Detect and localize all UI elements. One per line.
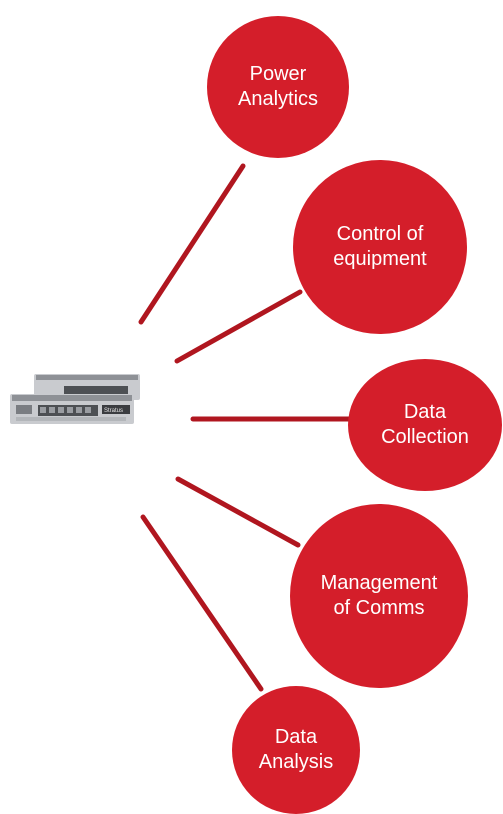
node-data-analysis: Data Analysis <box>232 686 360 814</box>
connector-control-of-equipment <box>174 289 303 364</box>
node-control-of-equipment: Control of equipment <box>293 160 467 334</box>
node-label: Power Analytics <box>237 63 319 110</box>
connector-data-analysis <box>140 514 264 692</box>
connector-power-analytics <box>138 163 246 325</box>
connector-management-of-comms <box>175 476 301 548</box>
device-brand-label: Stratus <box>104 408 123 414</box>
node-power-analytics: Power Analytics <box>207 16 349 158</box>
industrial-edge-computer-icon: Stratus <box>10 374 140 424</box>
node-label: Data Collection <box>381 401 469 448</box>
node-label: Data Analysis <box>258 726 334 773</box>
node-label: Management of Comms <box>320 572 438 619</box>
node-label: Control of equipment <box>333 223 427 270</box>
node-data-collection: Data Collection <box>348 359 502 491</box>
node-management-of-comms: Management of Comms <box>290 504 468 688</box>
